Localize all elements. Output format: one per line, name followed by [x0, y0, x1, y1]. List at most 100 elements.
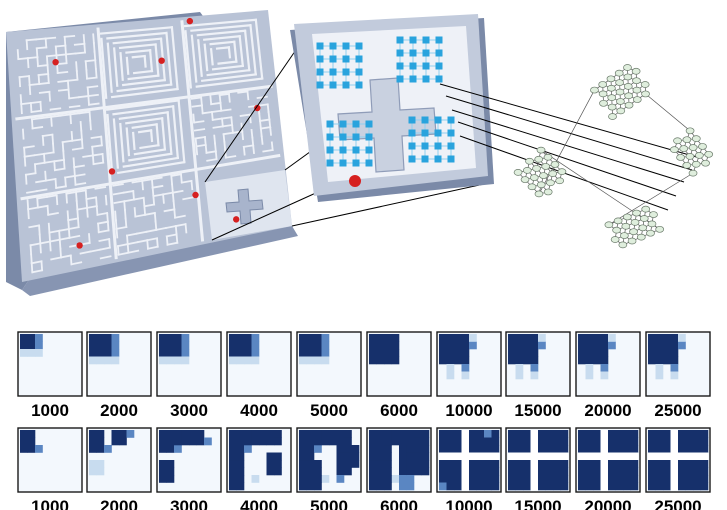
- heatmap-cell: [182, 334, 190, 342]
- maze-wall-segment: [90, 121, 91, 130]
- heatmap-cell: [492, 475, 500, 483]
- heatmap-cell: [399, 453, 407, 461]
- maze-wall-segment: [107, 213, 108, 222]
- heatmap-cell: [119, 430, 127, 438]
- heatmap-cell: [477, 475, 485, 483]
- maze-wall-segment: [262, 136, 263, 144]
- heatmap-cell: [663, 483, 671, 491]
- heatmap-cell: [20, 342, 28, 350]
- heatmap-cell: [578, 445, 586, 453]
- maze-wall-segment: [32, 119, 33, 128]
- heatmap-cell: [462, 438, 470, 446]
- maze-wall-segment: [117, 229, 118, 238]
- maze-wall-segment: [220, 103, 221, 111]
- heatmap-cell: [439, 475, 447, 483]
- heatmap-panel: 10000: [437, 332, 501, 420]
- heatmap-cell: [663, 438, 671, 446]
- maze-wall-segment: [31, 111, 41, 112]
- maze-wall-segment: [37, 199, 38, 208]
- corridor-node: [366, 160, 373, 167]
- corridor-node: [397, 50, 404, 57]
- maze-wall-segment: [101, 137, 102, 146]
- heatmap-cell: [344, 430, 352, 438]
- heatmap-cell: [686, 483, 694, 491]
- corridor-node: [409, 117, 416, 124]
- graph-node: [556, 178, 564, 184]
- heatmap-cell: [267, 468, 275, 476]
- heatmap-cell: [182, 342, 190, 350]
- maze-wall-segment: [56, 179, 57, 188]
- maze-wall-segment: [128, 244, 129, 253]
- corridor-node: [356, 69, 363, 76]
- heatmap-cell: [531, 475, 539, 483]
- maze-wall-segment: [202, 105, 203, 113]
- heatmap-cell: [656, 349, 664, 357]
- heatmap-cell: [508, 445, 516, 453]
- heatmap-cell: [601, 357, 609, 365]
- corridor-node: [436, 76, 443, 83]
- heatmap-cell: [89, 357, 97, 365]
- heatmap-cell: [237, 430, 245, 438]
- heatmap-cell: [237, 453, 245, 461]
- maze-wall-segment: [242, 131, 243, 139]
- maze-wall-segment: [71, 255, 72, 264]
- heatmap-cell: [35, 342, 43, 350]
- heatmap-cell: [159, 430, 167, 438]
- heatmap-cell: [89, 468, 97, 476]
- heatmap-cell: [447, 475, 455, 483]
- graph-node: [623, 65, 631, 71]
- heatmap-cell: [399, 468, 407, 476]
- graph-node: [674, 138, 682, 144]
- heatmap-cell: [299, 334, 307, 342]
- maze-wall-segment: [133, 191, 134, 200]
- maze-wall-segment: [40, 234, 41, 243]
- heatmap-cell: [561, 438, 569, 446]
- maze-wall-segment: [66, 54, 67, 63]
- graph-node: [642, 91, 650, 97]
- heatmap-cell: [229, 430, 237, 438]
- maze-wall-segment: [232, 125, 233, 133]
- maze-wall-segment: [59, 231, 60, 240]
- corridor-node: [327, 147, 334, 154]
- heatmap-cell: [701, 430, 709, 438]
- maze-wall-segment: [193, 115, 194, 123]
- graph-node: [640, 215, 648, 221]
- heatmap-cell: [439, 357, 447, 365]
- maze-wall-segment: [46, 39, 47, 48]
- heatmap-cell: [159, 334, 167, 342]
- maze-wall-segment: [86, 61, 87, 70]
- heatmap-step-label: 20000: [584, 401, 631, 420]
- heatmap-cell: [299, 430, 307, 438]
- heatmap-cell: [516, 342, 524, 350]
- heatmap-panel: 10000: [437, 428, 501, 510]
- heatmap-step-label: 6000: [380, 401, 418, 420]
- maze-wall-segment: [87, 78, 97, 79]
- heatmap-cell: [392, 438, 400, 446]
- heatmap-cell: [631, 438, 639, 446]
- corridor-node: [366, 147, 373, 154]
- red-marker: [187, 18, 193, 24]
- maze-wall-segment: [56, 47, 57, 56]
- heatmap-cell: [237, 357, 245, 365]
- heatmap-cell: [439, 430, 447, 438]
- heatmap-cell: [578, 357, 586, 365]
- heatmap-cell: [307, 453, 315, 461]
- maze-wall-segment: [116, 220, 117, 229]
- heatmap-panel: 3000: [157, 332, 221, 420]
- graph-node: [633, 97, 641, 103]
- heatmap-cell: [20, 334, 28, 342]
- graph-node: [537, 147, 545, 153]
- maze-wall-segment: [124, 201, 125, 210]
- heatmap-cell: [89, 430, 97, 438]
- heatmap-cell: [701, 445, 709, 453]
- heatmap-cell: [384, 438, 392, 446]
- maze-wall-segment: [65, 46, 66, 55]
- heatmap-cell: [229, 475, 237, 483]
- heatmap-cell: [322, 475, 330, 483]
- graph-node: [637, 234, 645, 240]
- heatmap-cell: [462, 372, 470, 380]
- graph-node: [632, 68, 640, 74]
- heatmap-cell: [454, 468, 462, 476]
- heatmap-cell: [462, 349, 470, 357]
- maze-wall-segment: [42, 117, 52, 118]
